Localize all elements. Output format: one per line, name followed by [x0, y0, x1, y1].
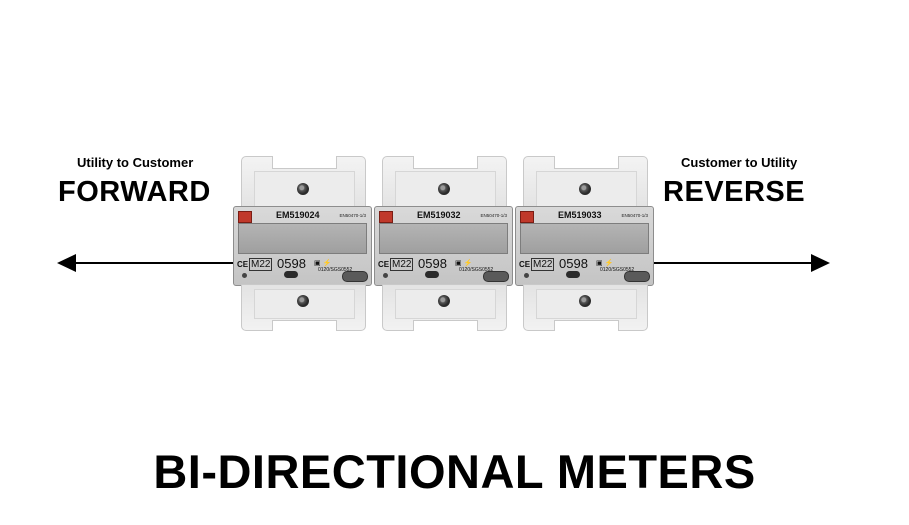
- right-arrowhead-icon: [811, 254, 830, 272]
- ce-mark: CE: [519, 260, 531, 269]
- lcd-display: [520, 223, 649, 254]
- screw-icon: [438, 295, 450, 307]
- ce-mark: CE: [378, 260, 390, 269]
- symbols-icon: ▣ ⚡: [596, 260, 614, 267]
- meter-bottom-cover: [382, 284, 507, 331]
- brand-logo-icon: [238, 211, 252, 223]
- left-arrowhead-icon: [57, 254, 76, 272]
- class-mark: M22: [390, 258, 414, 271]
- meter-standard: EN50470-1/3: [339, 213, 366, 218]
- meter-standard: EN50470-1/3: [480, 213, 507, 218]
- screw-icon: [297, 183, 309, 195]
- screw-icon: [579, 295, 591, 307]
- meter-serial: EM519032: [417, 210, 461, 220]
- forward-arrow-line: [74, 262, 234, 264]
- left-subtitle: Utility to Customer: [77, 155, 194, 170]
- pulse-led-icon: [242, 273, 247, 278]
- meter-face: EM519024 EN50470-1/3 CE M22 0598 ▣ ⚡ 012…: [233, 206, 372, 286]
- meter-bottom-cover: [523, 284, 648, 331]
- meter-scroll-button[interactable]: [483, 271, 509, 282]
- meter-button[interactable]: [425, 271, 439, 278]
- screw-icon: [579, 183, 591, 195]
- class-mark: M22: [531, 258, 555, 271]
- meter-button[interactable]: [566, 271, 580, 278]
- notified-body-code: 0598: [559, 256, 588, 271]
- screw-icon: [297, 295, 309, 307]
- meter-top-cover: [382, 156, 507, 210]
- certificate-number: 0120/SGS0552: [318, 267, 353, 273]
- brand-logo-icon: [379, 211, 393, 223]
- meter-face: EM519033 EN50470-1/3 CE M22 0598 ▣ ⚡ 012…: [515, 206, 654, 286]
- meter-standard: EN50470-1/3: [621, 213, 648, 218]
- meter-top-cover: [241, 156, 366, 210]
- reverse-title: REVERSE: [663, 176, 806, 208]
- lcd-display: [379, 223, 508, 254]
- brand-logo-icon: [520, 211, 534, 223]
- meter-button[interactable]: [284, 271, 298, 278]
- certificate-number: 0120/SGS0552: [600, 267, 635, 273]
- ce-mark: CE: [237, 260, 249, 269]
- meter-1: EM519024 EN50470-1/3 CE M22 0598 ▣ ⚡ 012…: [233, 156, 372, 331]
- meter-bottom-cover: [241, 284, 366, 331]
- notified-body-code: 0598: [277, 256, 306, 271]
- symbols-icon: ▣ ⚡: [455, 260, 473, 267]
- pulse-led-icon: [383, 273, 388, 278]
- right-subtitle: Customer to Utility: [681, 155, 798, 170]
- meter-scroll-button[interactable]: [624, 271, 650, 282]
- reverse-arrow-line: [652, 262, 814, 264]
- meter-serial: EM519033: [558, 210, 602, 220]
- main-title: BI-DIRECTIONAL METERS: [153, 445, 756, 498]
- lcd-display: [238, 223, 367, 254]
- meter-3: EM519033 EN50470-1/3 CE M22 0598 ▣ ⚡ 012…: [515, 156, 654, 331]
- meter-serial: EM519024: [276, 210, 320, 220]
- forward-title: FORWARD: [58, 176, 211, 208]
- meter-2: EM519032 EN50470-1/3 CE M22 0598 ▣ ⚡ 012…: [374, 156, 513, 331]
- class-mark: M22: [249, 258, 273, 271]
- screw-icon: [438, 183, 450, 195]
- meter-scroll-button[interactable]: [342, 271, 368, 282]
- meter-face: EM519032 EN50470-1/3 CE M22 0598 ▣ ⚡ 012…: [374, 206, 513, 286]
- notified-body-code: 0598: [418, 256, 447, 271]
- symbols-icon: ▣ ⚡: [314, 260, 332, 267]
- pulse-led-icon: [524, 273, 529, 278]
- certificate-number: 0120/SGS0552: [459, 267, 494, 273]
- meter-top-cover: [523, 156, 648, 210]
